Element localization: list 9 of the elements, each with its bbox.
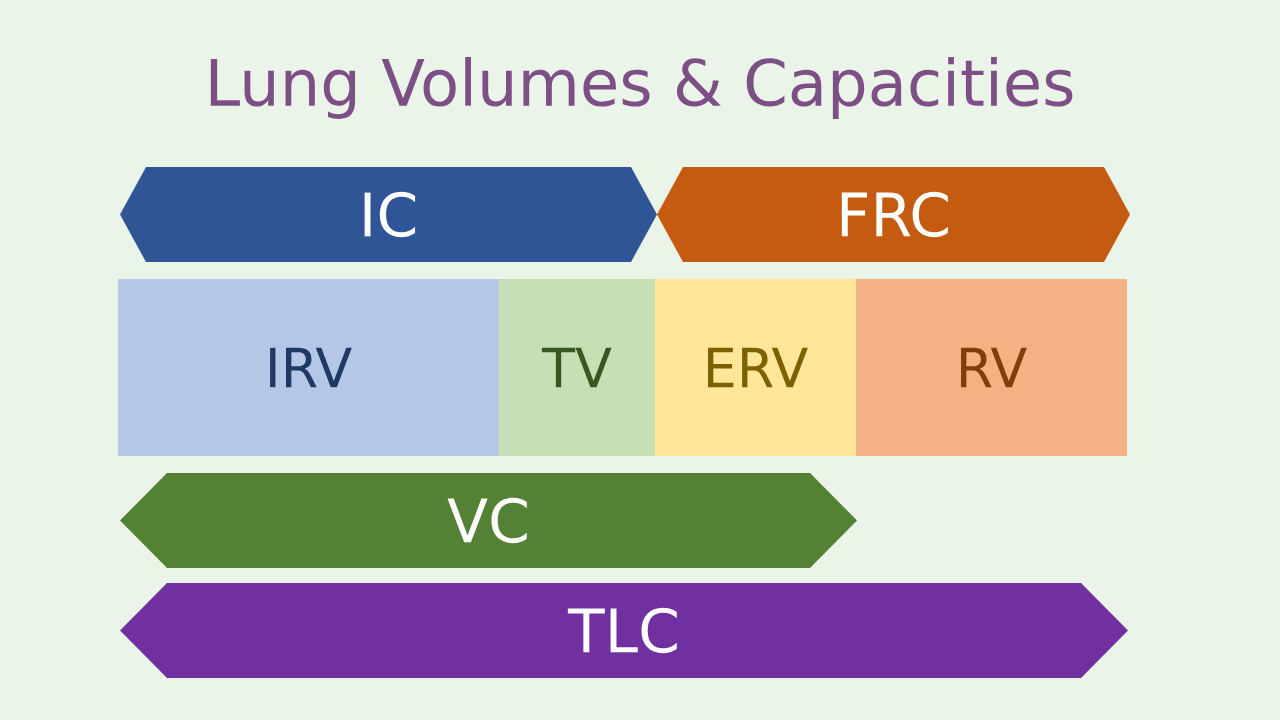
volume-box: RV <box>856 279 1127 456</box>
hexagon-band: VC <box>120 473 857 568</box>
volume-box: IRV <box>118 279 499 456</box>
volume-box: TV <box>499 279 655 456</box>
volume-box: ERV <box>655 279 856 456</box>
hexagon-band: IC <box>120 167 657 262</box>
title: Lung Volumes & Capacities <box>210 57 1073 119</box>
hexagon-band: FRC <box>657 167 1130 262</box>
hexagon-band: TLC <box>120 583 1128 678</box>
